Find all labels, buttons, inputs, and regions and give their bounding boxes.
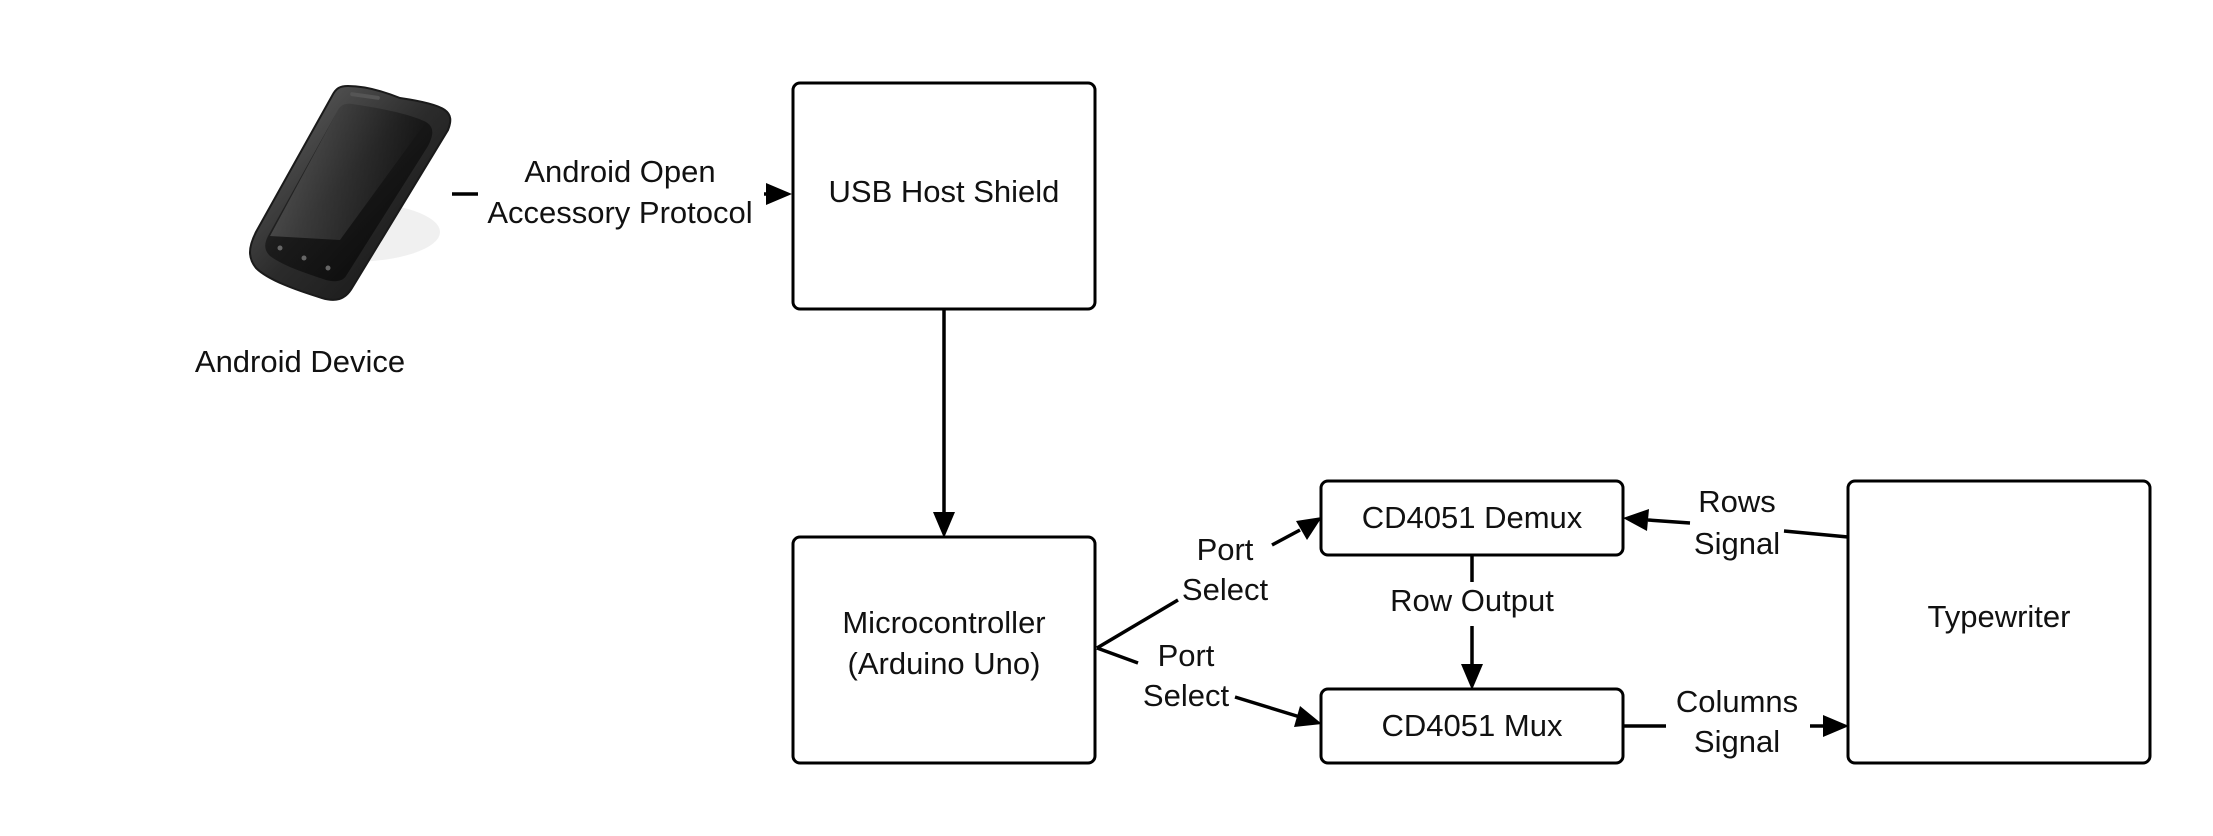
aoap-label-line1: Android Open [524,154,715,189]
edge-row-output: Row Output [1390,555,1554,690]
port-select-bottom-line2: Select [1143,678,1230,713]
usb-host-shield-node: USB Host Shield [791,81,1097,311]
port-select-top-line2: Select [1182,572,1269,607]
microcontroller-label-line2: (Arduino Uno) [848,646,1041,681]
usb-host-shield-label: USB Host Shield [829,174,1060,209]
smartphone-icon [249,84,452,301]
edge-columns-signal: Columns Signal [1623,684,1849,759]
microcontroller-label-line1: Microcontroller [842,605,1045,640]
android-device-label: Android Device [195,344,405,379]
rows-signal-line2: Signal [1694,526,1780,561]
typewriter-label: Typewriter [1928,599,2071,634]
port-select-top-line1: Port [1197,532,1254,567]
microcontroller-node: Microcontroller (Arduino Uno) [791,535,1097,765]
port-select-bottom-line1: Port [1158,638,1215,673]
mux-label: CD4051 Mux [1382,708,1563,743]
typewriter-node: Typewriter [1846,479,2152,765]
aoap-label-line2: Accessory Protocol [487,195,752,230]
edge-usb-to-mcu [933,309,955,538]
edge-aoap: Android Open Accessory Protocol [452,154,792,230]
mux-node: CD4051 Mux [1319,687,1625,765]
edge-rows-signal: Rows Signal [1623,484,1849,561]
row-output-label: Row Output [1390,583,1554,618]
demux-node: CD4051 Demux [1319,479,1625,557]
edge-port-select-demux: Port Select [1096,517,1322,650]
edge-port-select-mux: Port Select [1096,638,1322,727]
columns-signal-line2: Signal [1694,724,1780,759]
demux-label: CD4051 Demux [1362,500,1583,535]
columns-signal-line1: Columns [1676,684,1798,719]
rows-signal-line1: Rows [1698,484,1776,519]
